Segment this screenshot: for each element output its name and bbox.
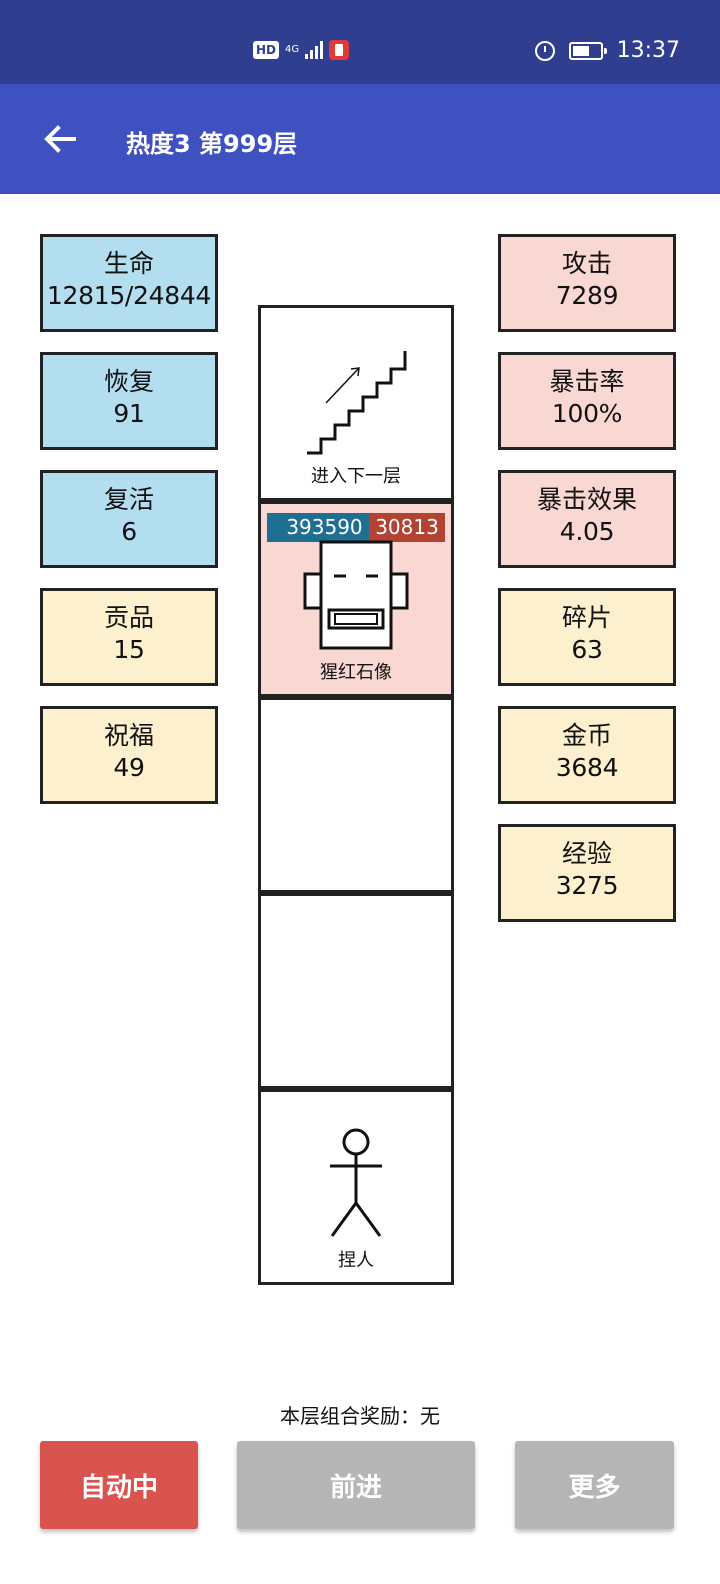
back-arrow-icon[interactable] [40,119,80,159]
advance-button[interactable]: 前进 [237,1441,475,1529]
battery-icon [568,41,607,60]
notification-app-icon [329,40,350,60]
stat-label: 碎片 [561,603,612,632]
stat-label: 金币 [561,721,612,750]
stat-label: 贡品 [103,603,154,632]
floor-stairs[interactable]: 进入下一层 [258,305,454,501]
floor-enemy[interactable]: 393590 30813 猩红石像 [258,501,454,697]
status-icons-center: HD 4G [253,40,350,60]
stat-experience: 经验 3275 [498,824,676,922]
enemy-attack-badge: 30813 [369,513,445,542]
stat-value: 12815/24844 [46,281,212,310]
stat-tribute: 贡品 15 [40,588,218,686]
stat-label: 暴击效果 [536,485,637,514]
hd-badge: HD [253,41,280,59]
stat-value: 6 [121,517,137,546]
player-label: 捏人 [338,1250,374,1271]
signal-icon [305,41,324,59]
stairs-icon [307,351,407,455]
floor-empty[interactable] [258,697,454,893]
stat-value: 3684 [555,753,619,782]
statue-enemy-icon [303,540,409,650]
stat-value: 100% [551,399,623,428]
stat-crit-effect: 暴击效果 4.05 [498,470,676,568]
alarm-icon [534,40,555,61]
floor-player[interactable]: 捏人 [258,1089,454,1285]
stat-life: 生命 12815/24844 [40,234,218,332]
stat-gold: 金币 3684 [498,706,676,804]
stat-value: 15 [113,635,145,664]
stat-label: 经验 [561,839,612,868]
page-title: 热度3 第999层 [126,130,298,158]
stairs-label: 进入下一层 [311,466,401,487]
status-icons-right: 13:37 [534,38,680,63]
stat-crit-rate: 暴击率 100% [498,352,676,450]
clock: 13:37 [616,38,680,63]
status-bar: HD 4G 13:37 [0,0,720,84]
stat-value: 63 [571,635,603,664]
enemy-name: 猩红石像 [320,662,392,683]
more-button[interactable]: 更多 [515,1441,674,1529]
enemy-hp-badge: 393590 [267,513,382,542]
stat-fragments: 碎片 63 [498,588,676,686]
stat-label: 恢复 [103,367,154,396]
auto-button[interactable]: 自动中 [40,1441,198,1529]
stat-recovery: 恢复 91 [40,352,218,450]
stat-value: 7289 [555,281,619,310]
stat-revive: 复活 6 [40,470,218,568]
stat-label: 复活 [103,485,154,514]
stat-value: 3275 [555,871,619,900]
stat-label: 祝福 [103,721,154,750]
tower: 进入下一层 393590 30813 猩红石像 捏人 [258,305,454,1287]
stat-value: 4.05 [559,517,615,546]
stat-value: 49 [113,753,145,782]
app-bar: 热度3 第999层 [0,84,720,194]
stat-label: 生命 [103,249,154,278]
floor-empty[interactable] [258,893,454,1089]
stick-figure-player-icon [330,1128,382,1237]
stat-attack: 攻击 7289 [498,234,676,332]
network-type: 4G [285,44,300,55]
stat-label: 暴击率 [549,367,625,396]
stat-blessing: 祝福 49 [40,706,218,804]
stat-label: 攻击 [561,249,612,278]
combo-reward-text: 本层组合奖励：无 [280,1404,440,1428]
stat-value: 91 [113,399,145,428]
